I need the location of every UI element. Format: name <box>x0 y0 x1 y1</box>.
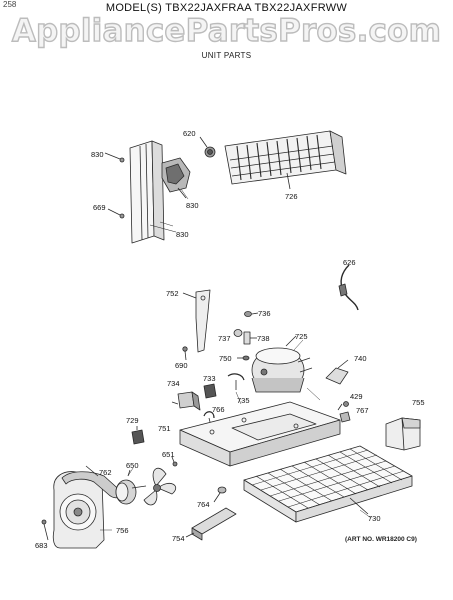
relay-733[interactable] <box>203 383 217 399</box>
label-730: 730 <box>368 514 381 523</box>
model-title: MODEL(S) TBX22JAXFRAA TBX22JAXFRWW <box>105 2 348 14</box>
bracket-755[interactable] <box>385 417 421 451</box>
label-754: 754 <box>172 534 185 543</box>
label-762: 762 <box>99 468 112 477</box>
screw-690[interactable] <box>182 346 188 361</box>
fan-shroud-756[interactable] <box>52 471 105 549</box>
watermark: AppliancePartsPros.com <box>11 12 442 49</box>
compressor-725[interactable] <box>251 335 313 393</box>
label-751: 751 <box>158 424 171 433</box>
fitting-767[interactable] <box>339 411 351 423</box>
bracket-channel[interactable] <box>129 140 165 244</box>
washer-750[interactable] <box>237 355 250 361</box>
label-429: 429 <box>350 392 363 401</box>
base-plate-751[interactable] <box>179 401 341 467</box>
label-764: 764 <box>197 500 210 509</box>
clamp-830[interactable] <box>161 157 191 199</box>
screw-830-top[interactable] <box>104 152 125 163</box>
label-735: 735 <box>237 396 250 405</box>
label-725: 725 <box>295 332 308 341</box>
label-830-top: 830 <box>91 150 104 159</box>
label-650: 650 <box>126 461 139 470</box>
drain-429[interactable] <box>337 401 349 411</box>
screw-669[interactable] <box>107 208 125 219</box>
overload-734[interactable] <box>171 391 201 411</box>
label-755: 755 <box>412 398 425 407</box>
art-number: (ART NO. WR18200 C9) <box>345 536 417 543</box>
harness-626[interactable] <box>338 264 359 311</box>
label-620: 620 <box>183 129 196 138</box>
label-830-clamp: 830 <box>186 201 199 210</box>
fan-blade[interactable] <box>143 467 177 506</box>
cover-735[interactable] <box>227 373 245 390</box>
section-title: UNIT PARTS <box>201 51 252 60</box>
label-626: 626 <box>343 258 356 267</box>
label-767: 767 <box>356 406 369 415</box>
bracket-752[interactable] <box>182 289 211 353</box>
label-750: 750 <box>219 354 232 363</box>
label-736: 736 <box>258 309 271 318</box>
wedge-754[interactable] <box>185 507 237 541</box>
label-729: 729 <box>126 416 139 425</box>
label-737: 737 <box>218 334 231 343</box>
label-690: 690 <box>175 361 188 370</box>
label-734: 734 <box>167 379 180 388</box>
sleeve-738[interactable] <box>243 331 257 345</box>
clip-764[interactable] <box>213 486 227 503</box>
label-756: 756 <box>116 526 129 535</box>
label-738: 738 <box>257 334 270 343</box>
relay-620[interactable] <box>199 136 216 158</box>
condenser-726[interactable] <box>224 130 347 190</box>
label-830-channel: 830 <box>176 230 189 239</box>
label-733: 733 <box>203 374 216 383</box>
screw-651[interactable] <box>171 456 178 467</box>
corner-mark: 258 <box>3 0 17 9</box>
label-752: 752 <box>166 289 179 298</box>
label-683: 683 <box>35 541 48 550</box>
screw-683[interactable] <box>41 519 49 541</box>
label-669: 669 <box>93 203 106 212</box>
grommet-736[interactable] <box>244 311 259 317</box>
label-766: 766 <box>212 405 225 414</box>
label-651: 651 <box>162 450 175 459</box>
fan-motor-650[interactable] <box>115 469 147 505</box>
label-726: 726 <box>285 192 298 201</box>
clip-740[interactable] <box>325 359 349 385</box>
part-729[interactable] <box>131 426 145 445</box>
drain-pan-730[interactable] <box>243 445 413 523</box>
grommet-737[interactable] <box>233 329 243 337</box>
label-740: 740 <box>354 354 367 363</box>
gasket-762[interactable] <box>61 465 125 499</box>
